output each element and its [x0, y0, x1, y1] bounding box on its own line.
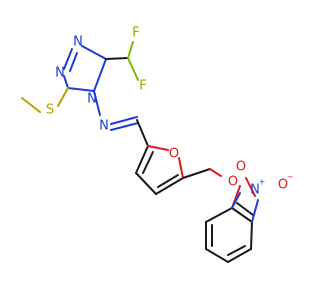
bond-benz-c4-c5 [205, 248, 229, 263]
bond-furan-c2-c3-double [142, 151, 154, 174]
bond-benz-nitro [231, 192, 241, 209]
bond-benz-c3-c4 [227, 248, 252, 263]
bond-benz-c1-c2 [231, 207, 253, 223]
atom-f-bottom: F [139, 79, 146, 94]
atom-n-triazole-2: N [73, 35, 83, 50]
bond-benz-c1-c2-double [236, 202, 254, 216]
atom-n-nitro: N [250, 183, 260, 198]
bond-furan-c5-ch2 [182, 168, 211, 179]
bond-benz-c2-c3 [250, 221, 253, 250]
atom-o-ether: O [228, 175, 238, 190]
charge-nitro-n: + [259, 178, 266, 187]
bond-furan-c3-c4 [135, 172, 157, 195]
bond-imine-ch-1 [110, 116, 138, 125]
bond-furan-c4-c5 [155, 177, 184, 195]
bond-furan-c5-o [178, 157, 184, 179]
molecule-svg: N N N S F F N O O N O O + − [21, 26, 294, 263]
bond-chf2-f-bottom [127, 57, 139, 81]
atom-o-nitro-1: O [236, 160, 246, 175]
bond-n1-n2-double [69, 52, 78, 72]
bond-nitro-o-top [245, 177, 256, 197]
bond-furan-c2-c3 [135, 145, 149, 174]
bond-ch-furanc2 [136, 119, 149, 147]
atom-n-triazole-1: N [55, 66, 65, 81]
bond-n4-c5 [67, 87, 95, 92]
atom-n-triazole-4: N [87, 92, 97, 107]
bond-c3-n4 [93, 58, 107, 92]
bond-s-methyl [21, 97, 41, 113]
bond-c5-s [57, 87, 69, 107]
bond-benz-c6-c1 [205, 207, 233, 223]
charge-nitro-o: − [287, 173, 294, 182]
bond-benz-c2-nitro [251, 199, 259, 223]
atom-f-top: F [132, 26, 139, 41]
bond-imine-ch-2 [110, 122, 139, 131]
atom-o-nitro-2: O [278, 178, 288, 193]
atom-n-imine: N [99, 119, 109, 134]
bond-ch2-o-ether [209, 168, 222, 177]
bond-n2-c3 [81, 45, 107, 60]
bond-chf2-f-top [127, 41, 134, 59]
atom-s-thioether: S [46, 103, 54, 118]
bond-benz-c3-c4-double [227, 245, 246, 256]
bond-c3-chf2 [105, 57, 129, 60]
bond-furan-c4-c5-double [157, 174, 179, 188]
bond-c5-n1 [63, 75, 69, 89]
atom-o-furan: O [169, 147, 179, 162]
bond-n4-n-imine [93, 90, 101, 116]
molecule-diagram: N N N S F F N O O N O O + − [21, 25, 294, 263]
bond-furan-o-c2 [147, 145, 169, 151]
bond-n1-n2 [63, 48, 73, 70]
